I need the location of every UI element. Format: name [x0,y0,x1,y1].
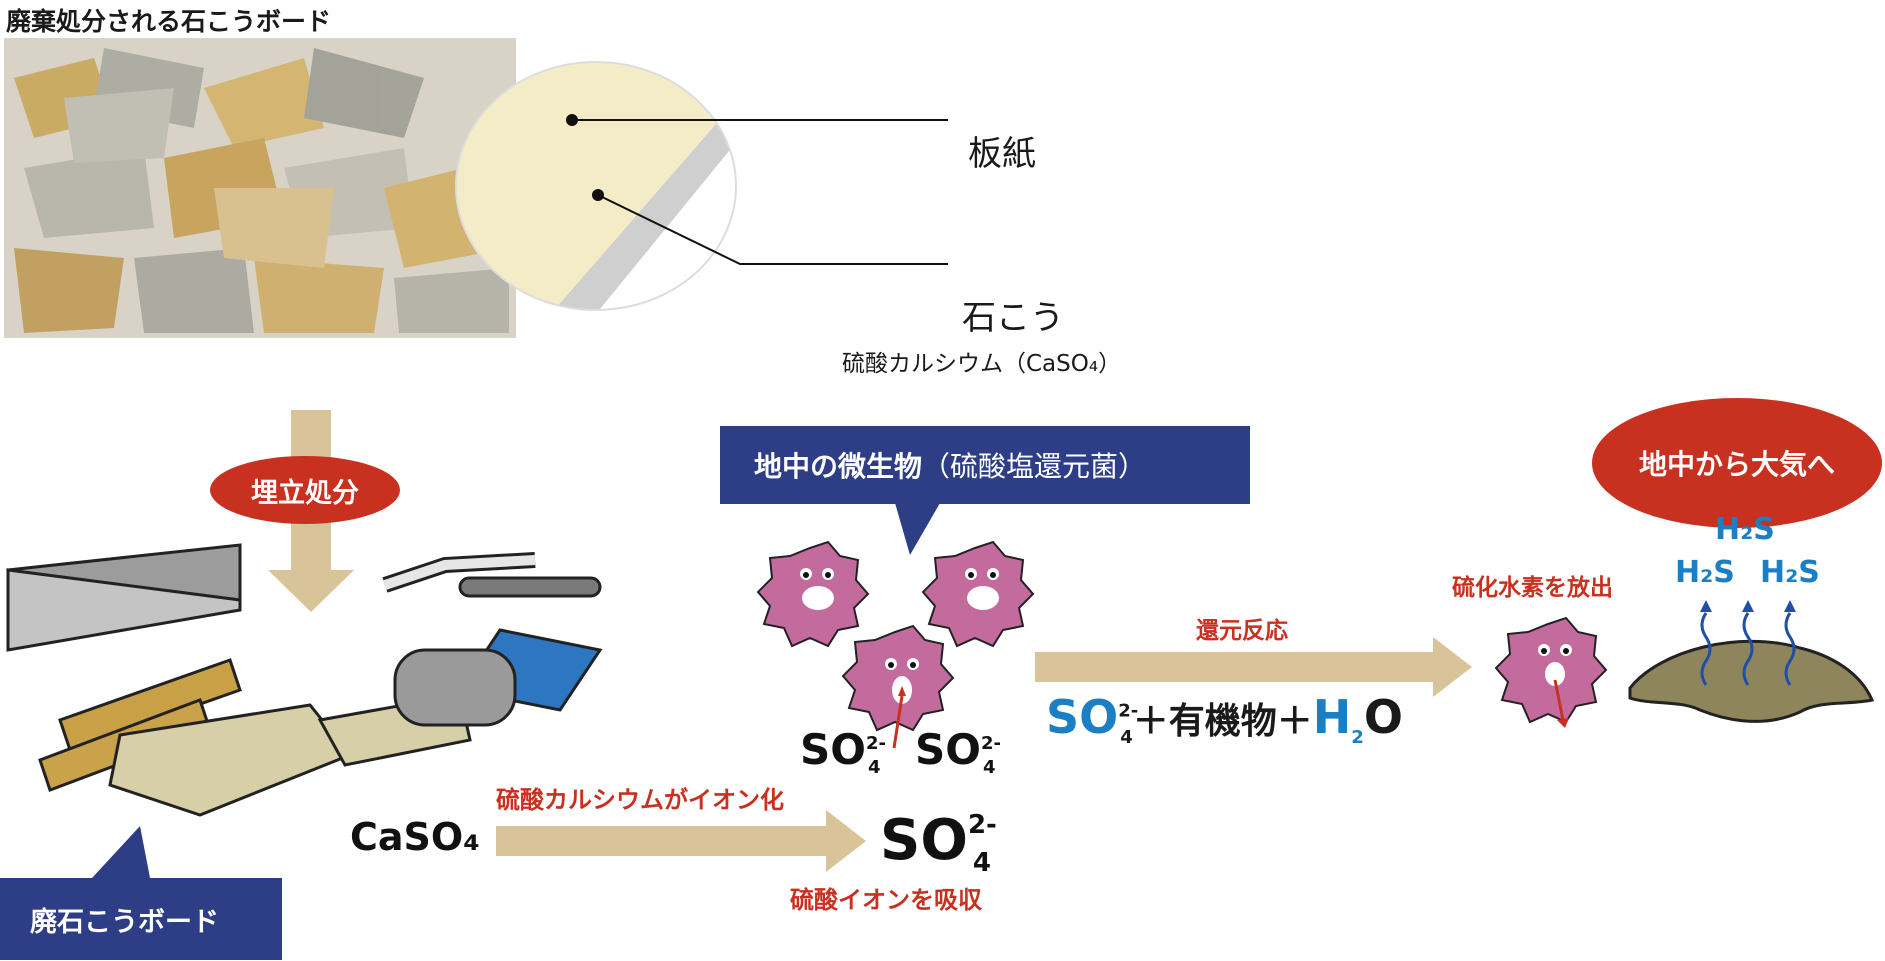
microbe-3 [841,624,955,749]
ion-base: SO [880,808,968,873]
release-label: 硫化水素を放出 [1452,575,1613,601]
page-title: 廃棄処分される石こうボード [6,7,332,36]
microbe-1 [756,540,870,648]
waste-board-label: 廃石こうボード [0,878,282,960]
landfill-badge: 埋立処分 [210,456,400,524]
h2s-right: H₂S [1760,555,1820,590]
equation-so: SO [1046,690,1119,744]
equation-h-subscript: 2 [1351,727,1364,749]
equation-o: O [1363,690,1403,744]
microbe-box-main: 地中の微生物 [754,450,923,483]
waste-pile-illustration [6,543,603,817]
atmosphere-badge: 地中から大気へ [1592,398,1882,528]
ion-charge: 2- [967,810,997,841]
calcium-sulfate-label: 硫酸カルシウム（CaSO₄） [842,351,1122,377]
sulfate-ion-2: SO2- 4 [915,725,1001,778]
ion-charge: 2- [865,733,886,754]
absorb-label: 硫酸イオンを吸収 [790,886,982,914]
equation-organic: ＋有機物＋ [1132,701,1313,742]
sulfate-ion-1: SO2- 4 [800,725,886,778]
ionization-label: 硫酸カルシウムがイオン化 [496,786,784,814]
microbe-2 [921,540,1035,648]
paperboard-label: 板紙 [968,134,1036,174]
ion-subscript: 4 [867,757,881,779]
ion-charge: 2- [980,733,1001,754]
sulfate-ion-large: SO2- 4 [880,808,997,878]
equation-subscript: 4 [1120,727,1133,749]
ion-base: SO [800,725,866,774]
waste-board-photo [4,38,516,338]
equation-h: H [1312,690,1352,744]
ion-subscript: 4 [972,848,991,879]
ion-subscript: 4 [982,757,996,779]
h2s-top: H₂S [1715,512,1775,547]
reduction-label: 還元反応 [1196,618,1288,644]
h2s-left: H₂S [1675,555,1735,590]
gypsum-label: 石こう [962,298,1064,338]
microbe-box-sub: （硫酸塩還元菌） [922,450,1147,483]
microbe-box: 地中の微生物（硫酸塩還元菌） [720,426,1250,504]
caso4-formula: CaSO₄ [350,815,480,859]
ion-base: SO [915,725,981,774]
reaction-equation: SO2- 4＋有機物＋H2O [1046,690,1403,748]
equation-charge: 2- [1118,700,1139,722]
